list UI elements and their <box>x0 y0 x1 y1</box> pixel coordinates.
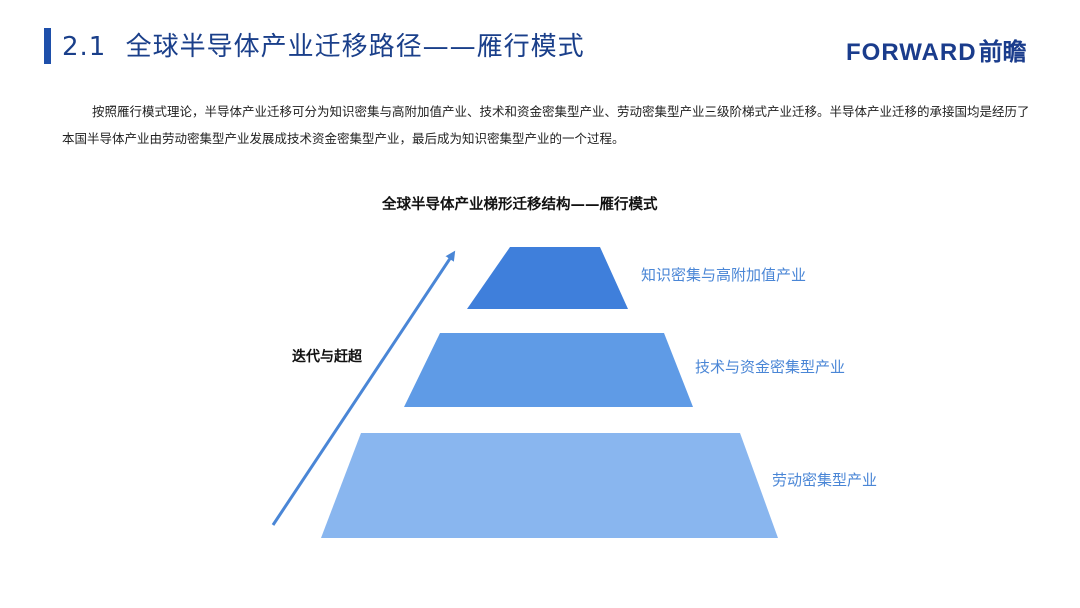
tier-top-shape <box>467 247 628 309</box>
arrow-label: 迭代与赶超 <box>292 349 362 365</box>
section-number: 2.1 <box>62 32 107 62</box>
title-accent-bar <box>44 28 51 64</box>
intro-paragraph: 按照雁行模式理论，半导体产业迁移可分为知识密集与高附加值产业、技术和资金密集型产… <box>62 104 1030 146</box>
logo-cn: 前瞻 <box>978 39 1027 66</box>
diagram-title: 全球半导体产业梯形迁移结构——雁行模式 <box>382 197 658 213</box>
section-title: 全球半导体产业迁移路径——雁行模式 <box>125 32 585 62</box>
tier-label-bottom: 劳动密集型产业 <box>772 471 878 489</box>
progression-arrow <box>271 250 456 526</box>
tier-middle-shape <box>404 333 693 407</box>
slide-title: 2.1 全球半导体产业迁移路径——雁行模式 <box>62 26 585 63</box>
tier-label-top: 知识密集与高附加值产业 <box>641 266 807 284</box>
brand-logo: FORWARD前瞻 <box>846 32 1027 67</box>
tier-label-middle: 技术与资金密集型产业 <box>695 358 846 376</box>
tier-bottom-shape <box>321 433 778 538</box>
logo-latin: FORWARD <box>846 39 977 66</box>
